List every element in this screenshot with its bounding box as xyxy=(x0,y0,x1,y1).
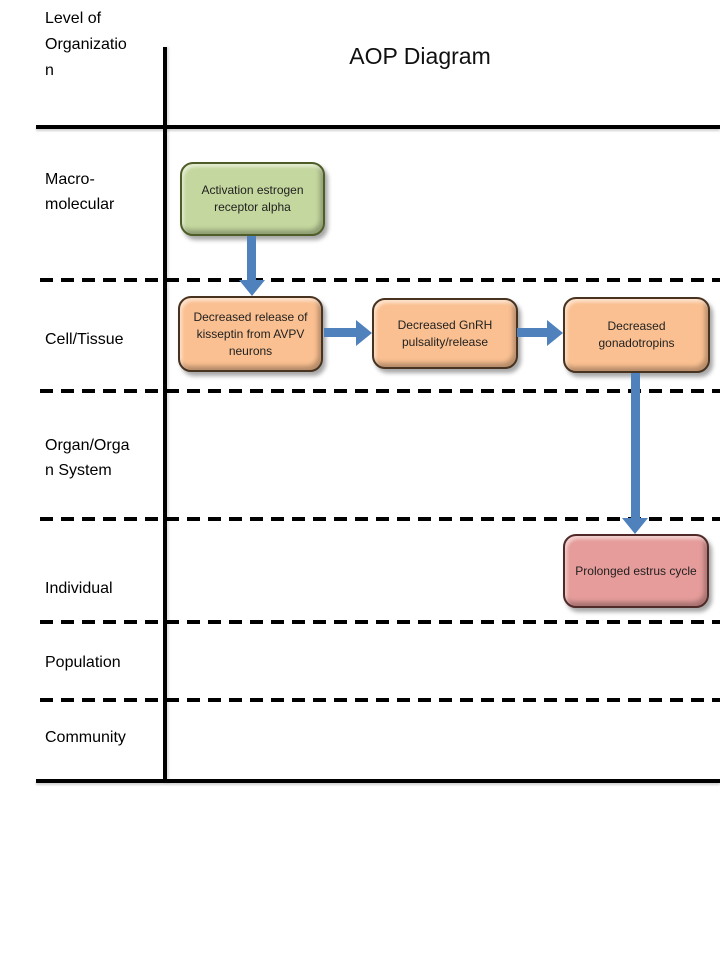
row-divider-organ-individual xyxy=(40,517,720,521)
node-label: Decreased release of kisseptin from AVPV… xyxy=(193,309,308,358)
arrow-head xyxy=(622,518,648,534)
node-label: Activation estrogen receptor alpha xyxy=(201,183,304,214)
row-label-cell-tissue: Cell/Tissue xyxy=(45,331,124,348)
row-divider-population-community xyxy=(40,698,720,702)
arrow-shaft xyxy=(517,328,548,337)
row-label-community: Community xyxy=(45,729,126,746)
node-decreased-gonadotropins: Decreased gonadotropins xyxy=(563,297,710,373)
arrow-head xyxy=(356,320,372,346)
row-label-organ-organ-system: Organ/Organ System xyxy=(45,437,130,479)
row-divider-macro-cell xyxy=(40,278,720,282)
node-label: Decreased gonadotropins xyxy=(598,319,675,350)
top-border-line xyxy=(36,125,720,129)
bottom-border-line xyxy=(36,779,720,783)
row-label-macro-molecular: Macro-molecular xyxy=(45,171,115,213)
row-label-individual: Individual xyxy=(45,580,113,597)
arrow-shaft xyxy=(247,236,256,281)
row-divider-cell-organ xyxy=(40,389,720,393)
node-label: Decreased GnRH pulsality/release xyxy=(397,317,493,349)
node-prolonged-estrus-cycle: Prolonged estrus cycle xyxy=(563,534,709,608)
node-decreased-gnrh-pulsality: Decreased GnRH pulsality/release xyxy=(372,298,518,369)
row-divider-individual-population xyxy=(40,620,720,624)
node-label: Prolonged estrus cycle xyxy=(575,563,697,578)
arrow-shaft xyxy=(324,328,357,337)
arrow-head xyxy=(547,320,563,346)
arrow-head xyxy=(239,280,265,296)
row-label-population: Population xyxy=(45,654,121,671)
arrow-shaft xyxy=(631,373,640,519)
vertical-axis-line xyxy=(163,47,167,783)
node-activation-estrogen-receptor-alpha: Activation estrogen receptor alpha xyxy=(180,162,325,236)
axis-label-level-of-organization: Level of Organization xyxy=(45,10,127,79)
node-decreased-kisseptin-release: Decreased release of kisseptin from AVPV… xyxy=(178,296,323,372)
diagram-title: AOP Diagram xyxy=(349,43,491,69)
